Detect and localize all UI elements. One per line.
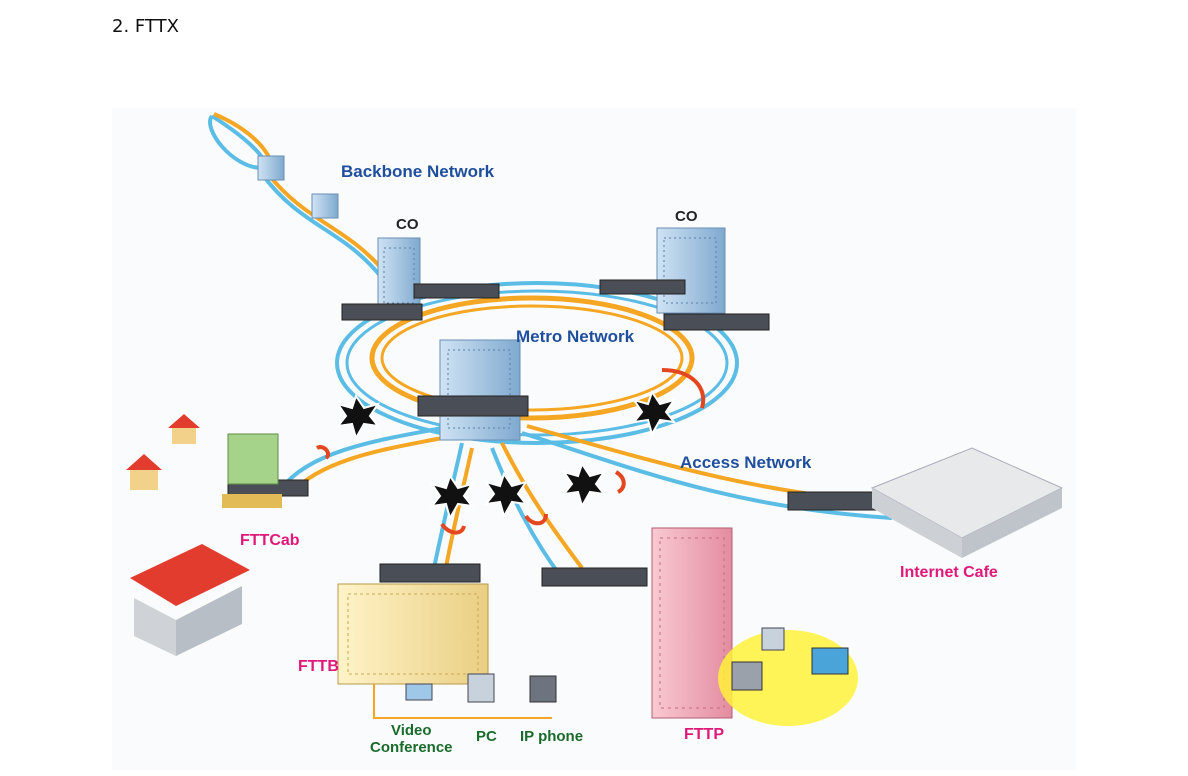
fttx-diagram: Backbone Network CO CO Metro Network Acc… [112, 108, 1076, 770]
co-building-left [377, 237, 421, 314]
fttb-label: FTTB [298, 658, 339, 675]
backbone-nodes [257, 155, 339, 219]
network-illustration [126, 112, 1064, 726]
metro-network-label: Metro Network [516, 327, 635, 346]
fttp-building [651, 527, 858, 726]
co-left-label: CO [396, 216, 419, 233]
page-heading: 2. FTTX [112, 16, 179, 37]
backbone-fiber [208, 112, 390, 280]
protection-arrows [316, 368, 706, 535]
co-right-label: CO [675, 208, 698, 225]
central-office-building [439, 339, 521, 441]
end-devices [405, 673, 557, 703]
fttp-label: FTTP [684, 726, 724, 743]
access-network-label: Access Network [680, 453, 812, 472]
internet-cafe-label: Internet Cafe [900, 564, 998, 581]
home-cutaway [130, 544, 250, 656]
ip-phone-label: IP phone [520, 728, 584, 745]
pc-label: PC [476, 728, 497, 745]
houses [126, 414, 200, 490]
fttcab-cabinet [222, 433, 282, 508]
metro-ring [335, 281, 739, 445]
fault-bursts [335, 389, 677, 521]
video-conference-label: Video Conference [370, 722, 453, 756]
olt-units [227, 279, 889, 587]
fttcab-label: FTTCab [240, 532, 300, 549]
internet-cafe [870, 447, 1064, 558]
co-building-right [656, 227, 726, 314]
fttb-building [337, 583, 552, 719]
backbone-network-label: Backbone Network [341, 162, 495, 181]
